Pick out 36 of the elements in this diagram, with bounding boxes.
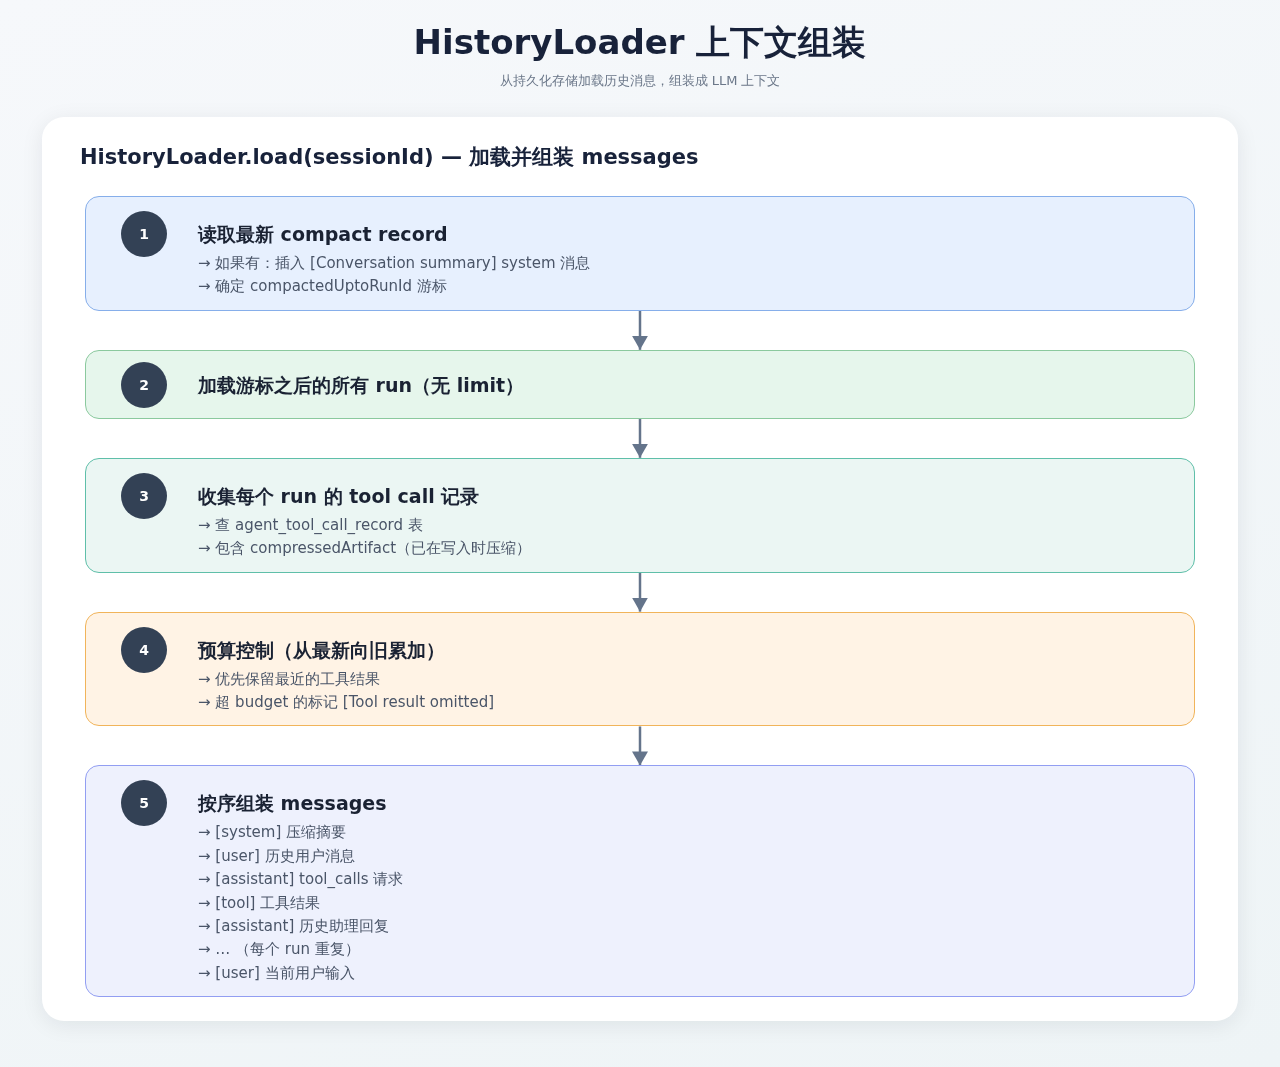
step-detail: → 如果有：插入 [Conversation summary] system 消息 bbox=[198, 253, 591, 274]
arrow bbox=[632, 572, 648, 612]
number-badge: 5 bbox=[121, 780, 167, 827]
card-panel bbox=[42, 117, 1238, 1021]
number-badge: 2 bbox=[121, 361, 167, 408]
step-box bbox=[85, 457, 1195, 573]
step-detail: → [assistant] 历史助理回复 bbox=[198, 916, 390, 938]
page-title: HistoryLoader 上下文组装 bbox=[413, 21, 867, 64]
step-title: 预算控制（从最新向旧累加） bbox=[198, 637, 445, 663]
page-subtitle: 从持久化存储加载历史消息，组装成 LLM 上下文 bbox=[499, 72, 781, 90]
step-title: 读取最新 compact record bbox=[198, 222, 448, 247]
step-title: 加载游标之后的所有 run（无 limit） bbox=[198, 372, 525, 398]
number-badge: 3 bbox=[121, 472, 167, 519]
step-box bbox=[85, 349, 1195, 419]
step-detail: → 超 budget 的标记 [Tool result omitted] bbox=[198, 692, 495, 714]
step-detail: → [system] 压缩摘要 bbox=[198, 822, 347, 844]
step-detail: → 查 agent_tool_call_record 表 bbox=[198, 514, 423, 536]
step-detail: → 确定 compactedUptoRunId 游标 bbox=[198, 276, 447, 298]
step-detail: → [user] 历史用户消息 bbox=[198, 845, 355, 867]
step-detail: → [assistant] tool_calls 请求 bbox=[198, 869, 404, 891]
step-detail: → 包含 compressedArtifact（已在写入时压缩） bbox=[198, 538, 532, 560]
arrow bbox=[632, 726, 648, 766]
step-detail: → [tool] 工具结果 bbox=[198, 892, 321, 914]
step-box bbox=[85, 611, 1195, 727]
step-box bbox=[85, 196, 1195, 311]
step-title: 按序组装 messages bbox=[198, 791, 387, 817]
number-badge: 4 bbox=[121, 626, 167, 673]
step-detail: → [user] 当前用户输入 bbox=[198, 962, 355, 984]
arrow bbox=[632, 310, 648, 350]
step-detail: → … （每个 run 重复） bbox=[198, 939, 360, 961]
card-heading: HistoryLoader.load(sessionId) — 加载并组装 messages bbox=[80, 144, 699, 171]
step-box bbox=[85, 765, 1195, 998]
number-badge: 1 bbox=[121, 211, 167, 257]
step-detail: → 优先保留最近的工具结果 bbox=[198, 668, 381, 690]
step-title: 收集每个 run 的 tool call 记录 bbox=[198, 483, 480, 509]
arrow bbox=[632, 418, 648, 458]
